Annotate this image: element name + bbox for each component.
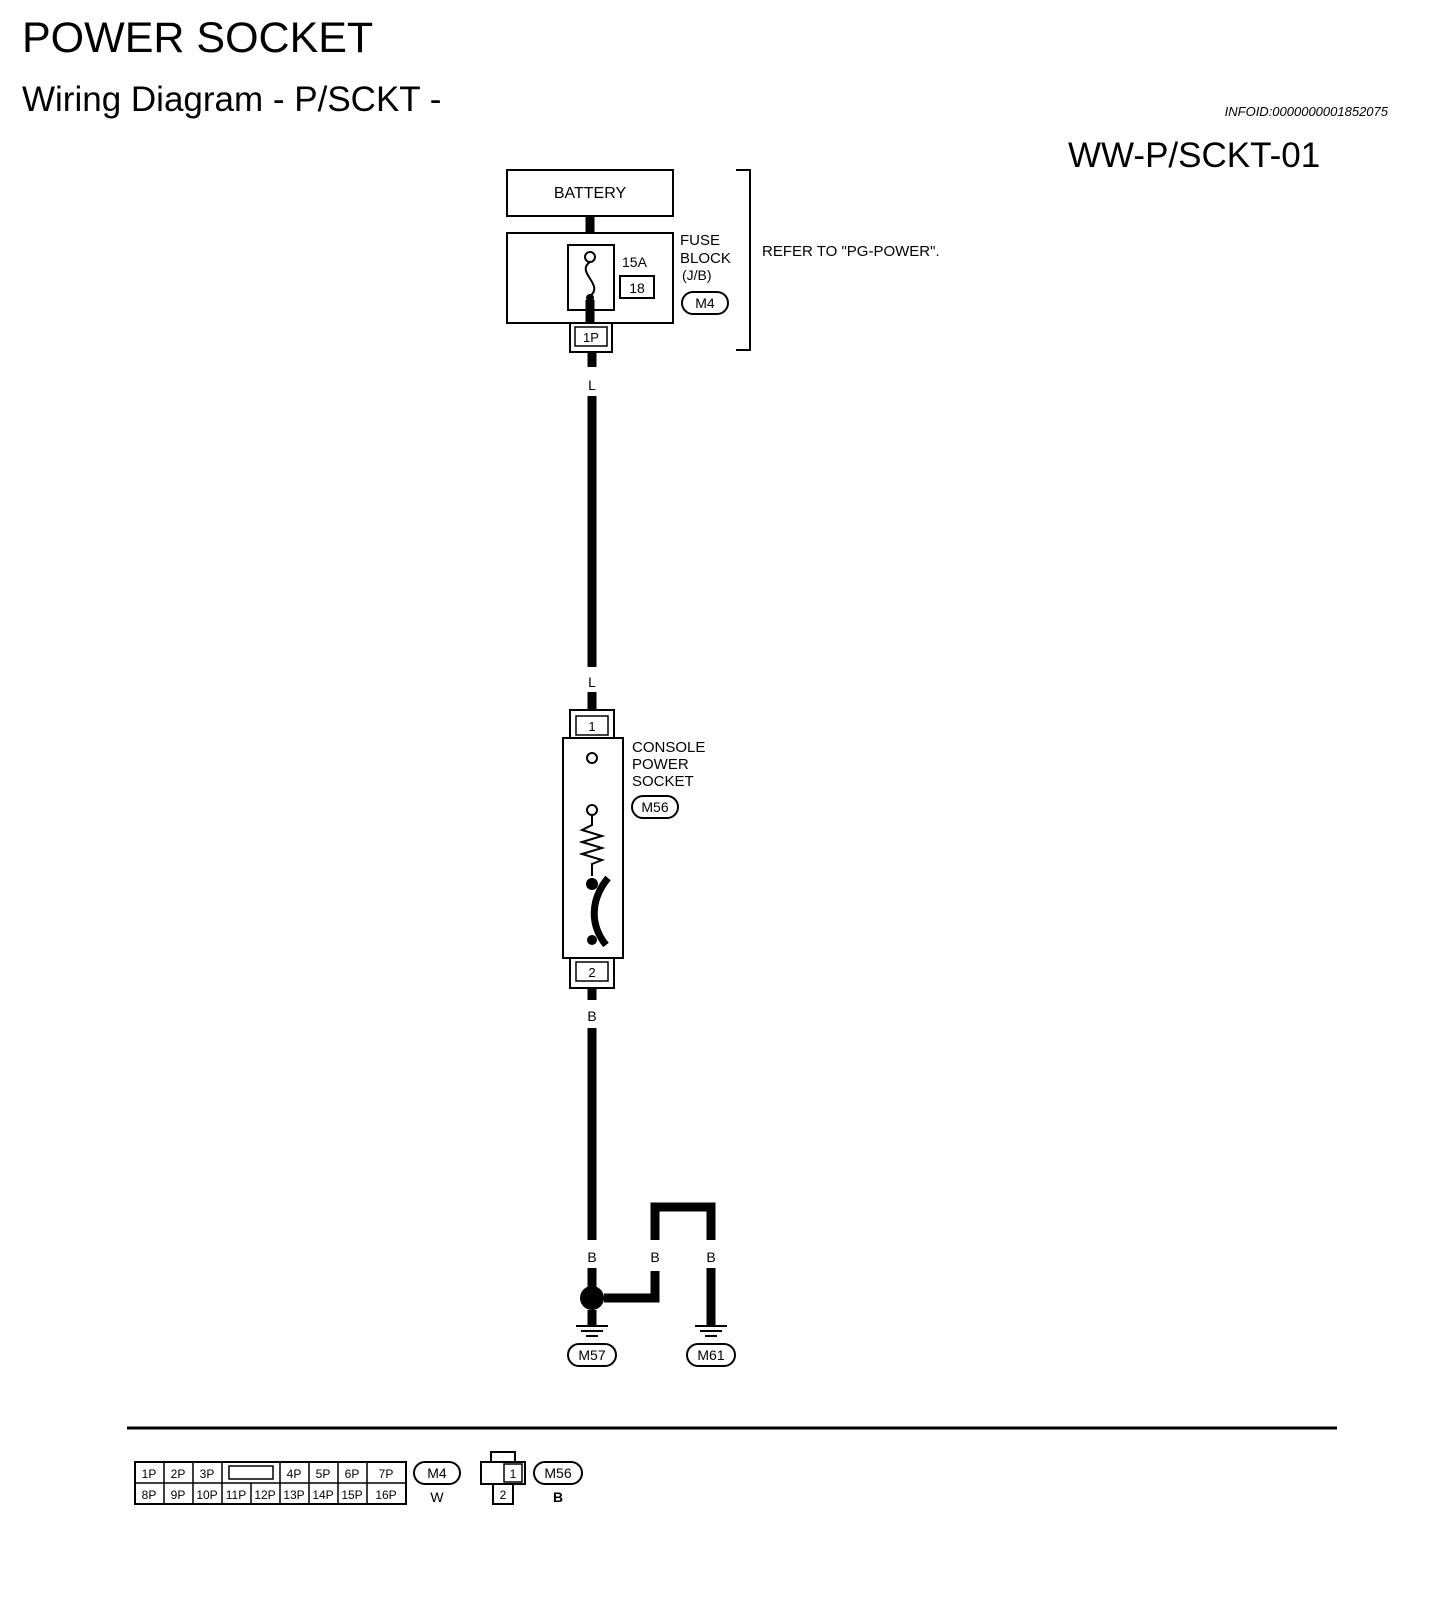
ground-m61: M61	[686, 1325, 736, 1367]
pin-label: 3P	[200, 1467, 215, 1481]
pin-label: 9P	[171, 1488, 186, 1502]
socket-connector: M56	[641, 799, 668, 815]
pin-label: 1	[510, 1467, 517, 1481]
pin-label: 7P	[379, 1467, 394, 1481]
battery: BATTERY	[506, 169, 674, 217]
socket-terminal-bottom: 2	[588, 965, 595, 980]
page-subtitle: Wiring Diagram - P/SCKT -	[22, 80, 442, 119]
pin-label: 8P	[142, 1488, 157, 1502]
refer-note: REFER TO "PG-POWER".	[762, 243, 940, 260]
ground-label: M57	[578, 1347, 605, 1363]
pin-label: 1P	[142, 1467, 157, 1481]
battery-label: BATTERY	[554, 185, 627, 202]
wire-color-label: L	[588, 674, 596, 690]
info-id: INFOID:0000000001852075	[1224, 104, 1388, 119]
fuse-amperage: 15A	[622, 254, 648, 270]
pin-label: 14P	[312, 1488, 333, 1502]
fuse-terminal: 1P	[583, 330, 599, 345]
wire-color-label: B	[706, 1249, 715, 1265]
fuse-block-connector: M4	[695, 295, 715, 311]
pin-label: 2P	[171, 1467, 186, 1481]
connector-view-m56: 1 2 M56 B	[480, 1451, 583, 1505]
ground-label: M61	[697, 1347, 724, 1363]
wire-branch	[604, 1271, 660, 1303]
connector-color: B	[553, 1489, 563, 1505]
fuse-number: 18	[629, 280, 645, 296]
wire-color-label: B	[587, 1249, 596, 1265]
pin-label: 10P	[196, 1488, 217, 1502]
connector-id: M56	[544, 1465, 571, 1481]
socket-terminal-top: 1	[588, 719, 595, 734]
connector-id: M4	[427, 1465, 447, 1481]
socket-label-1: CONSOLE	[632, 739, 705, 756]
pin-label: 2	[500, 1488, 507, 1502]
fuse-block-label-3: (J/B)	[682, 267, 712, 283]
diagram-code: WW-P/SCKT-01	[1068, 136, 1321, 175]
page-title: POWER SOCKET	[22, 14, 374, 62]
pin-label: 11P	[226, 1488, 246, 1502]
refer-bracket	[736, 169, 751, 351]
connector-color: W	[430, 1489, 444, 1505]
pin-label: 4P	[287, 1467, 302, 1481]
wire-color-label: B	[587, 1008, 596, 1024]
wire-color-label: L	[588, 377, 596, 393]
console-power-socket: 1 2 CONSOLE POWER SOCKET M56	[562, 709, 705, 989]
pin-label: 6P	[345, 1467, 360, 1481]
ground-m57: M57	[567, 1310, 617, 1367]
pin-label: 15P	[341, 1488, 362, 1502]
pin-label: 12P	[254, 1488, 275, 1502]
wire-color-label: B	[650, 1249, 659, 1265]
connector-view-m4: 1P 2P 3P 4P 5P 6P 7P 8P 9P 10P 11P 12P 1…	[134, 1461, 461, 1505]
socket-switch	[590, 875, 611, 948]
fuse-block-label-1: FUSE	[680, 232, 720, 249]
pin-label: 16P	[375, 1488, 396, 1502]
pin-label: 13P	[283, 1488, 304, 1502]
socket-label-3: SOCKET	[632, 773, 694, 790]
fuse-block: 15A 18 FUSE BLOCK (J/B) M4 1P	[506, 232, 731, 353]
socket-label-2: POWER	[632, 756, 689, 773]
splice-point	[580, 1286, 604, 1310]
pin-label: 5P	[316, 1467, 331, 1481]
heating-element	[578, 815, 606, 876]
fuse-block-label-2: BLOCK	[680, 250, 731, 267]
